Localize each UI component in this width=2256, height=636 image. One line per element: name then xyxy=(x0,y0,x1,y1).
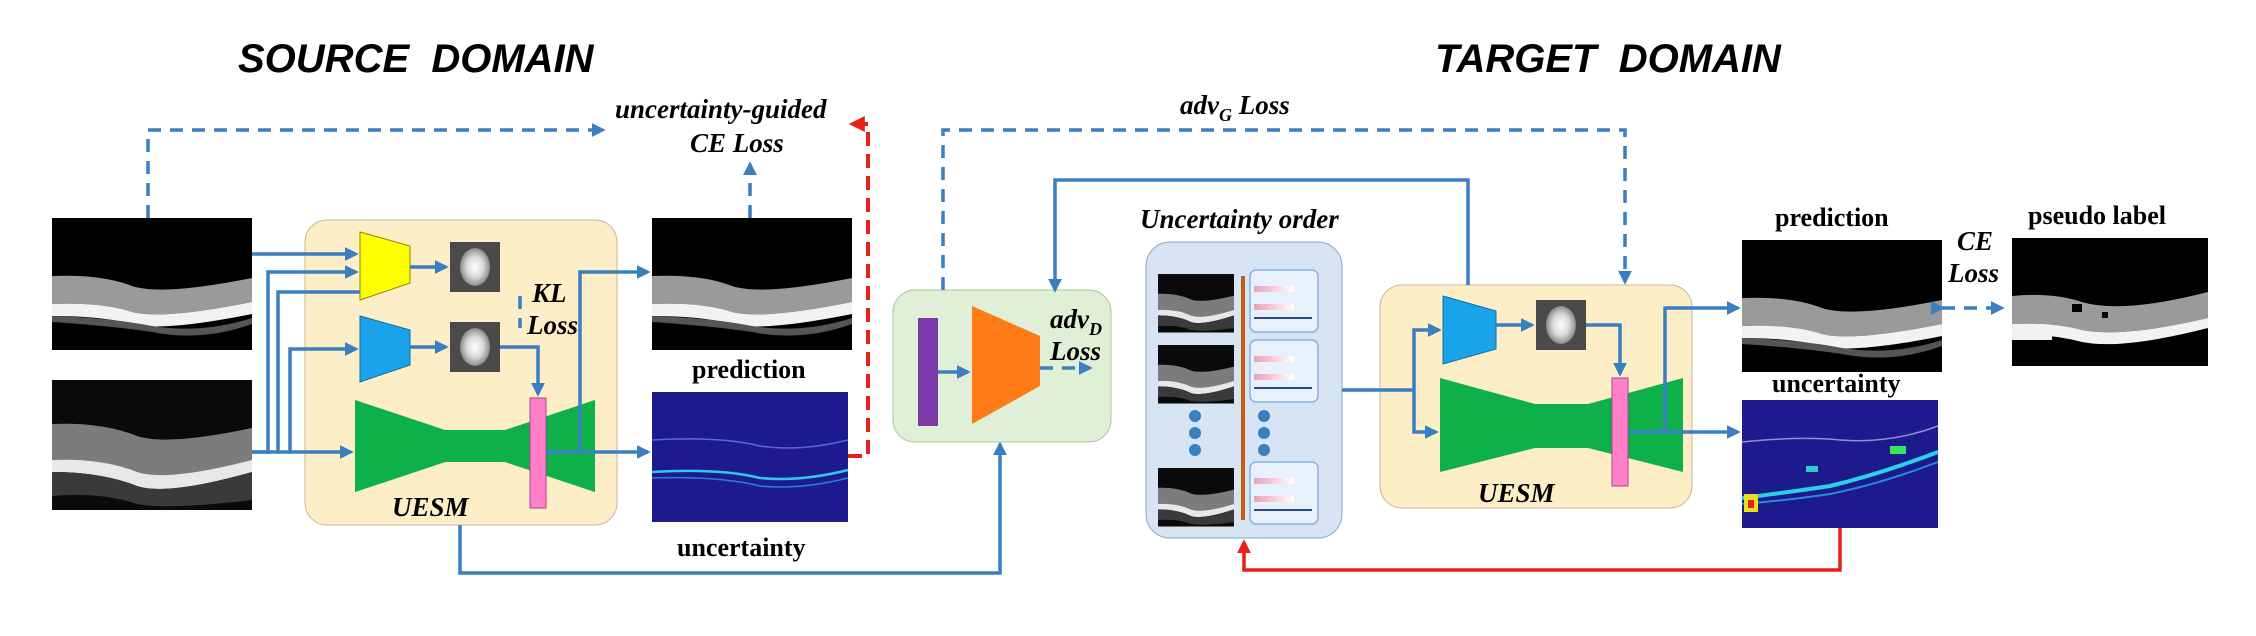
target-prediction-label: prediction xyxy=(1775,203,1889,232)
source-label-image xyxy=(52,218,252,350)
source-uncertainty-label: uncertainty xyxy=(677,533,806,562)
target-uncertainty-label: uncertainty xyxy=(1772,369,1901,398)
source-yellow-encoder xyxy=(359,231,411,301)
oct-to-blue-encoder-arrow2 xyxy=(288,342,359,452)
ellipsis-dot xyxy=(1258,427,1270,439)
uncertainty-score-card xyxy=(1249,269,1319,333)
uncertainty-to-order-red-arrow xyxy=(1237,528,1842,572)
kl-loss-label-line2: Loss xyxy=(526,310,578,340)
advg-loss-label: advG Loss xyxy=(1180,90,1290,125)
ranked-oct-scan-image xyxy=(1158,468,1234,527)
discriminator-input-bar xyxy=(918,318,938,426)
uncertainty-score-card xyxy=(1249,461,1319,525)
uncertainty-score-card xyxy=(1249,339,1319,403)
advd-loss-label-line2: Loss xyxy=(1049,336,1101,366)
target-uesm-to-discriminator-arrow xyxy=(1048,178,1470,293)
target-uesm-label: UESM xyxy=(1478,478,1556,508)
ellipsis-dot xyxy=(1189,427,1201,439)
gaussian-distribution-icon xyxy=(450,242,500,292)
target-feature-bar xyxy=(1611,377,1629,487)
source-uesm-label: UESM xyxy=(392,492,470,522)
advd-loss-label: advD xyxy=(1050,304,1102,339)
target-prediction-image xyxy=(1742,240,1942,372)
uesm-to-discriminator-arrow xyxy=(458,441,1007,575)
gaussian-distribution-icon xyxy=(450,322,500,372)
label-to-ce-loss-arrow xyxy=(146,123,606,218)
ellipsis-dot xyxy=(1258,444,1270,456)
decoder-to-prediction-arrow xyxy=(578,265,651,452)
pseudo-label-label: pseudo label xyxy=(2028,201,2166,230)
target-domain-heading: TARGET DOMAIN xyxy=(1435,37,1782,81)
target-blue-encoder xyxy=(1442,295,1497,365)
source-uncertainty-map-image xyxy=(651,392,849,522)
gaussian-distribution-icon xyxy=(1536,300,1586,350)
ellipsis-dot xyxy=(1189,410,1201,422)
uncertainty-to-ce-loss-red-arrow xyxy=(848,116,870,458)
ellipsis-dot xyxy=(1258,410,1270,422)
target-decoder-to-prediction-arrow xyxy=(1663,301,1741,432)
order-to-decoder-arrow xyxy=(1412,390,1439,439)
source-feature-bar xyxy=(529,397,547,509)
oct-to-blue-encoder-arrow xyxy=(276,290,360,452)
uncertainty-order-label: Uncertainty order xyxy=(1140,204,1339,234)
target-uncertainty-map-image xyxy=(1741,400,1939,528)
ranked-oct-scan-image xyxy=(1158,274,1234,333)
order-to-encoder-arrow xyxy=(1412,323,1442,390)
kl-loss-label-line1: KL xyxy=(531,278,567,308)
pseudo-label-image xyxy=(2012,238,2208,366)
ce-loss-label-line2: Loss xyxy=(1947,258,1999,288)
gauss-to-feature-arrow xyxy=(500,345,545,397)
ce-loss-label-line1: CE xyxy=(1957,226,1993,256)
source-domain-heading: SOURCE DOMAIN xyxy=(238,37,595,81)
source-prediction-label: prediction xyxy=(692,355,806,384)
target-gauss-to-feature-arrow xyxy=(1586,323,1627,377)
ranked-oct-scan-image xyxy=(1158,345,1234,404)
uncertainty-guided-ce-loss-line1: uncertainty-guided xyxy=(615,94,827,124)
uncertainty-guided-ce-loss-line2: CE Loss xyxy=(690,128,784,158)
source-oct-scan-image xyxy=(52,380,252,510)
discriminator-network xyxy=(972,306,1040,424)
source-blue-encoder xyxy=(359,315,411,383)
ellipsis-dot xyxy=(1189,444,1201,456)
source-prediction-image xyxy=(652,218,852,350)
